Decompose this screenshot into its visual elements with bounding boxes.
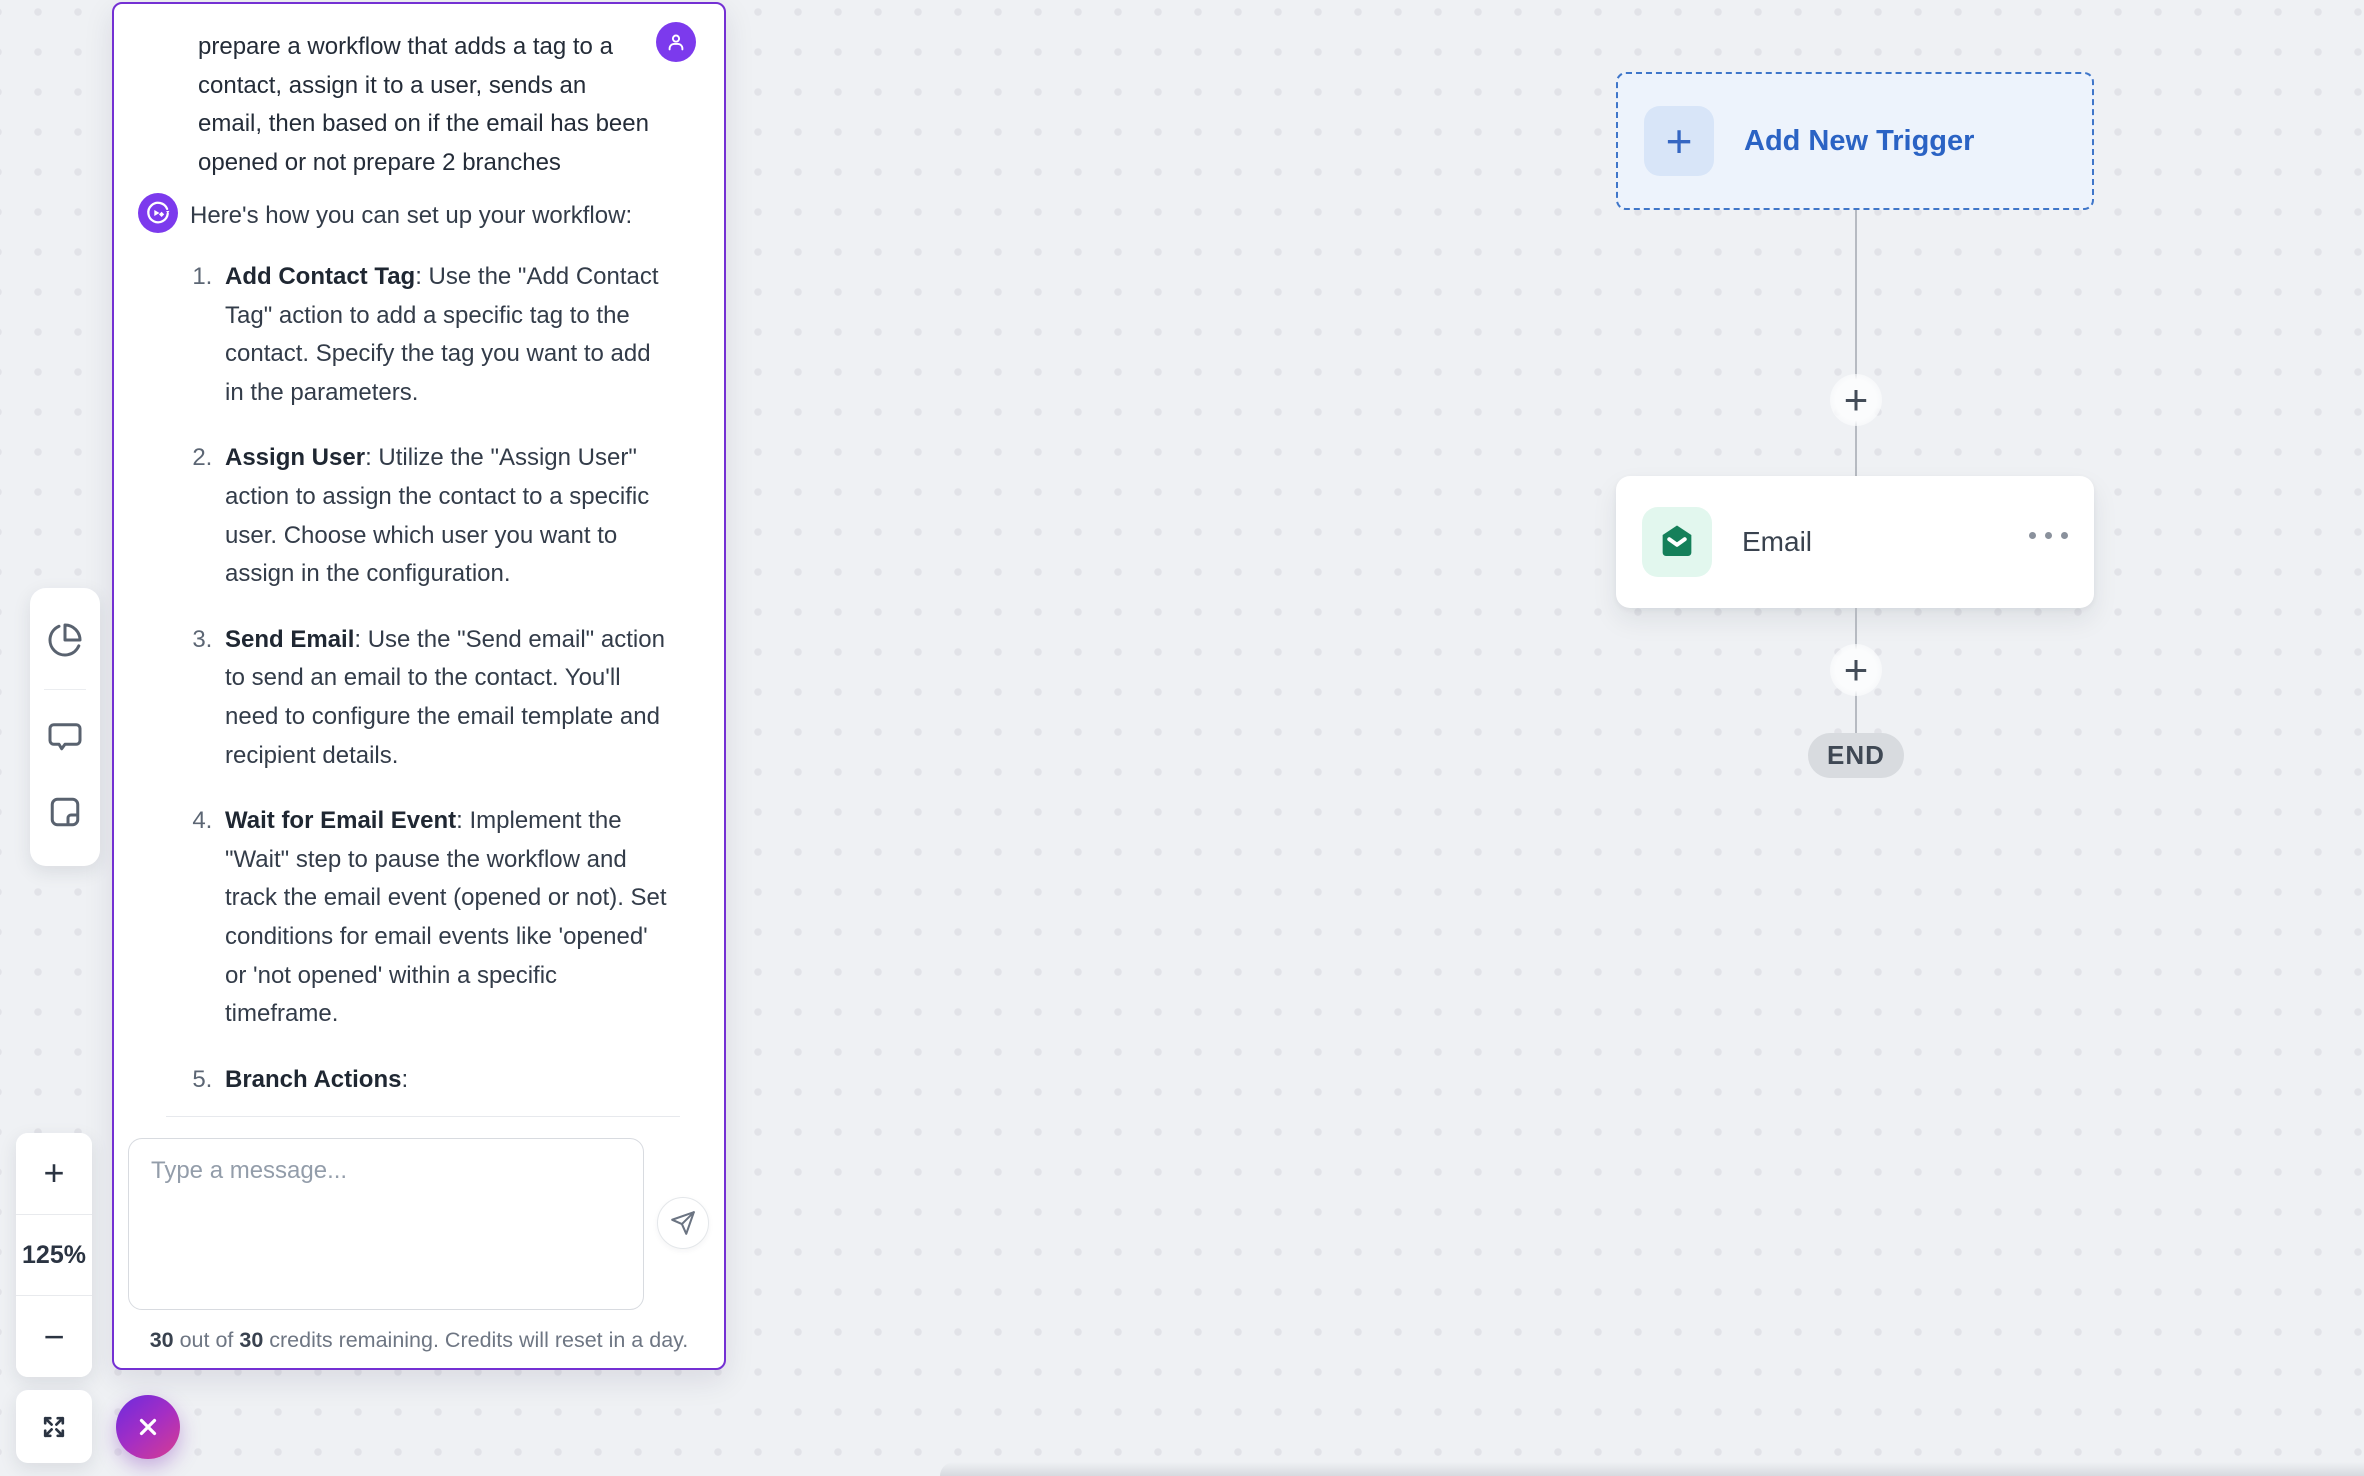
notes-icon[interactable]	[47, 794, 83, 830]
list-item: Branch Actions:	[219, 1061, 667, 1100]
pie-chart-icon[interactable]	[47, 622, 83, 658]
user-message: prepare a workflow that adds a tag to a …	[198, 33, 649, 176]
assistant-intro-text: Here's how you can set up your workflow:	[190, 202, 633, 229]
list-item: Wait for Email Event: Implement the "Wai…	[219, 802, 667, 1034]
bottom-shadow	[940, 1462, 2364, 1476]
paper-plane-icon	[671, 1211, 695, 1235]
email-node-label: Email	[1742, 526, 1813, 557]
plus-icon: +	[43, 1152, 65, 1194]
credits-status: 30 out of 30 credits remaining. Credits …	[149, 1328, 689, 1352]
email-envelope-icon	[1642, 507, 1712, 577]
add-new-trigger-label: Add New Trigger	[1744, 124, 1975, 157]
list-item: Send Email: Use the "Send email" action …	[219, 621, 667, 775]
email-node[interactable]: Email	[1616, 476, 2094, 608]
workflow-steps-list: Add Contact Tag: Use the "Add Contact Ta…	[175, 258, 667, 1126]
composer-divider	[166, 1116, 680, 1117]
step-title: Add Contact Tag	[225, 263, 416, 290]
zoom-out-button[interactable]: −	[16, 1295, 92, 1377]
close-chat-button[interactable]	[116, 1395, 180, 1459]
x-icon	[139, 1418, 157, 1436]
zoom-in-button[interactable]: +	[16, 1133, 92, 1214]
ai-logo-icon	[147, 201, 170, 224]
add-step-button[interactable]: +	[1830, 644, 1882, 696]
chat-bubble-icon[interactable]	[47, 718, 83, 754]
plus-glyph: +	[1665, 115, 1693, 167]
plus-icon: +	[1644, 106, 1714, 176]
end-badge: END	[1808, 733, 1904, 778]
message-input[interactable]	[128, 1138, 644, 1310]
add-step-button[interactable]: +	[1830, 374, 1882, 426]
credits-remaining: 30	[149, 1328, 174, 1352]
person-icon	[668, 34, 684, 51]
list-item: Assign User: Utilize the "Assign User" a…	[219, 439, 667, 593]
node-menu-ellipsis-icon[interactable]	[2029, 532, 2068, 539]
assistant-avatar	[138, 193, 178, 233]
canvas-side-toolbar	[30, 588, 100, 866]
step-title: Branch Actions	[225, 1065, 402, 1093]
minus-icon: −	[43, 1315, 65, 1357]
credits-total: 30	[239, 1328, 264, 1352]
user-avatar	[656, 22, 696, 62]
step-body: : Utilize the "Assign User" action to as…	[225, 444, 650, 588]
step-body: :	[401, 1065, 409, 1093]
add-new-trigger-button[interactable]: + Add New Trigger	[1616, 72, 2094, 210]
fullscreen-button[interactable]	[16, 1390, 92, 1463]
zoom-level-value: 125%	[22, 1240, 86, 1269]
zoom-controls: + 125% −	[16, 1133, 92, 1377]
plus-icon: +	[1843, 376, 1869, 423]
step-title: Send Email	[225, 625, 355, 653]
step-title: Assign User	[225, 444, 366, 472]
step-body: : Use the "Send email" action to send an…	[225, 625, 665, 769]
end-label: END	[1827, 740, 1885, 770]
step-body: : Implement the "Wait" step to pause the…	[225, 807, 667, 1028]
step-body: : Use the "Add Contact Tag" action to ad…	[225, 263, 659, 406]
ai-chat-panel: prepare a workflow that adds a tag to a …	[112, 2, 726, 1370]
connector-line	[1855, 210, 1857, 476]
step-title: Wait for Email Event	[225, 807, 457, 835]
toolbar-divider	[44, 689, 86, 690]
send-button[interactable]	[657, 1197, 709, 1249]
expand-arrows-icon	[43, 1416, 65, 1437]
zoom-level-button[interactable]: 125%	[16, 1213, 92, 1296]
list-item: Add Contact Tag: Use the "Add Contact Ta…	[219, 258, 667, 412]
plus-icon: +	[1843, 646, 1869, 693]
